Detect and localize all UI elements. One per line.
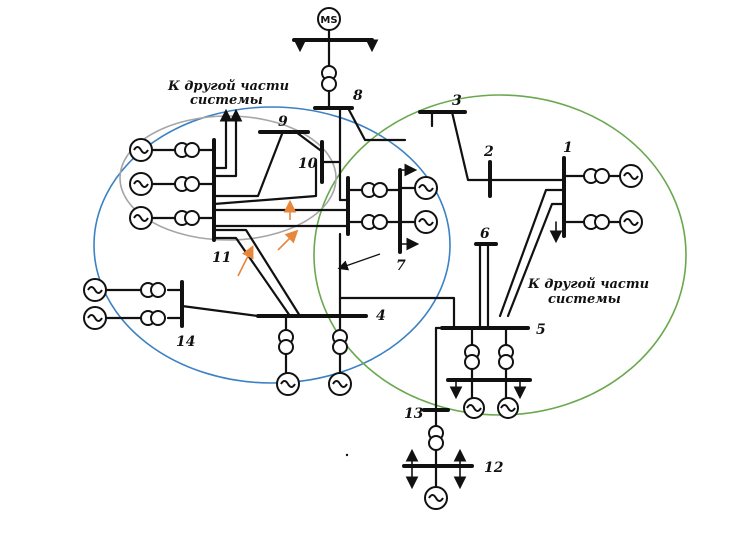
bus-3: 3: [418, 93, 492, 182]
bus-12-label: 12: [484, 460, 504, 476]
orange-arrow-3: [237, 245, 254, 277]
bus-7: 7: [396, 163, 438, 274]
bus-12: 12: [402, 448, 504, 510]
bus-14: 14: [83, 278, 260, 350]
bus-10-label: 10: [298, 156, 318, 172]
bus-9-label: 9: [278, 114, 288, 130]
bus-10: 10: [298, 140, 342, 184]
dot-mark: [345, 453, 349, 457]
blue-region-circle: [93, 106, 451, 384]
note-right-line1: К другой части: [527, 277, 649, 292]
note-right: К другой части системы: [527, 277, 649, 307]
bus-9: 9: [258, 114, 322, 152]
bus-6-label: 6: [480, 226, 490, 242]
bus-6: 6: [474, 226, 498, 328]
bus-2: 2: [483, 144, 566, 198]
orange-arrows: [237, 199, 299, 277]
orange-arrow-2: [277, 229, 299, 251]
bus-7-label: 7: [396, 258, 406, 274]
ms-label: MS: [320, 15, 337, 26]
bus-5: 5: [338, 296, 546, 419]
line-1-5-a: [498, 188, 566, 318]
bus-7-left: [338, 176, 402, 318]
bus-5-label: 5: [536, 322, 546, 338]
bus-8: 8: [313, 88, 407, 202]
bus-11: 11: [129, 108, 350, 318]
bus-4: 4: [256, 308, 386, 396]
bus-13: 13: [404, 406, 450, 468]
note-left: К другой части системы: [167, 79, 289, 108]
bus-3-label: 3: [452, 93, 462, 109]
line-1-5-b: [506, 202, 566, 318]
note-left-line1: К другой части: [167, 79, 289, 94]
bus-13-label: 13: [404, 406, 424, 422]
bus-11-label: 11: [212, 250, 231, 266]
bus-8-label: 8: [353, 88, 363, 104]
bus-1: 1: [549, 140, 643, 244]
black-annotation-arrow: [337, 253, 381, 271]
bus-1-label: 1: [563, 140, 573, 156]
note-left-line2: системы: [190, 93, 263, 108]
note-right-line2: системы: [548, 292, 621, 307]
ms-source: MS: [292, 7, 379, 110]
bus-14-label: 14: [176, 334, 195, 350]
bus-4-label: 4: [376, 308, 386, 324]
bus-2-label: 2: [483, 144, 494, 160]
